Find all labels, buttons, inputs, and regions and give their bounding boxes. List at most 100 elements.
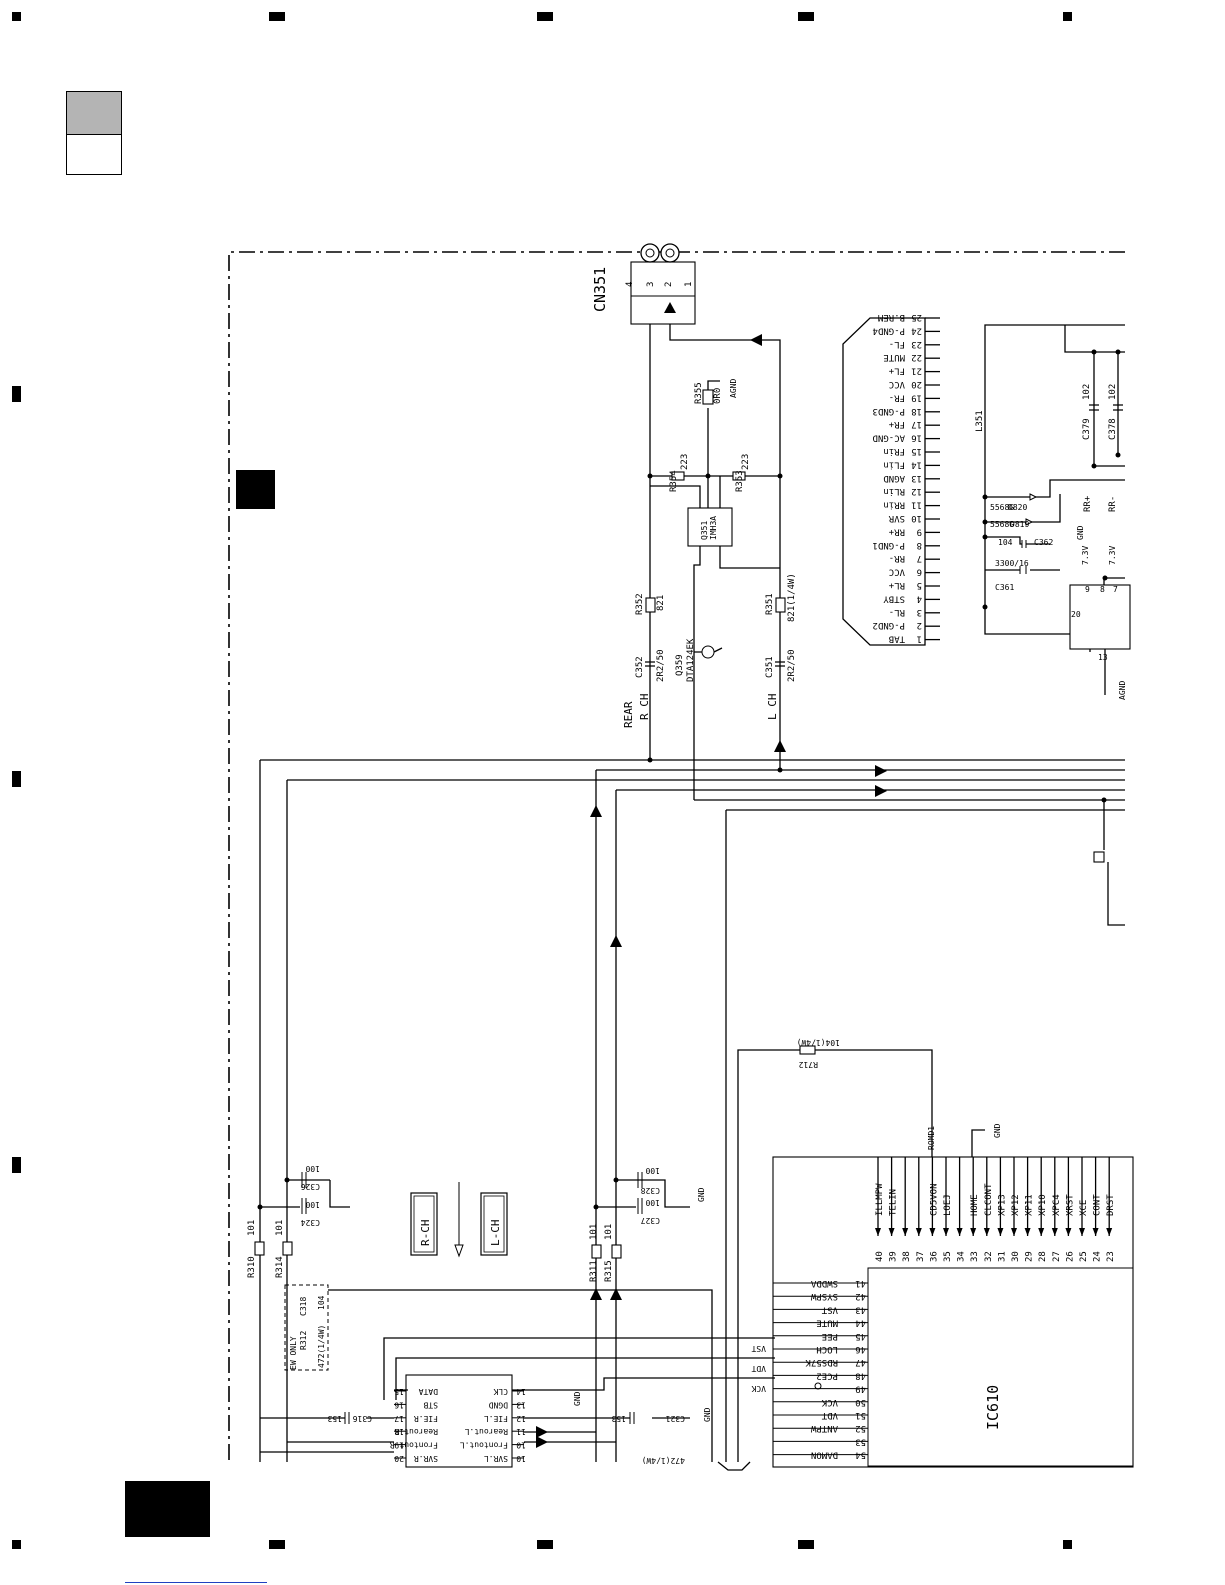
amp-connector-pin-number: 23 <box>911 339 922 349</box>
ic610-left-pin-number: 47 <box>855 1357 866 1367</box>
cn351-connector: CN351 4 3 2 1 <box>591 243 696 325</box>
ic610-pin-name: XP11 <box>1025 1194 1035 1216</box>
subic-right-pin-number: 11 <box>516 1427 526 1436</box>
gnd-subic: GND <box>573 1391 582 1406</box>
c318-val: 104 <box>317 1295 326 1310</box>
c327-ref: C327 <box>641 1216 660 1225</box>
ic610-left-pin-name: ANTPW <box>810 1423 838 1433</box>
c379-val: 102 <box>1082 384 1092 400</box>
r353-val: 223 <box>741 454 751 470</box>
c351-ref: C351 <box>765 656 775 678</box>
amp-connector-pin-name: MUTE <box>883 352 905 362</box>
d819-val: 5568G <box>990 520 1014 529</box>
amp-connector-pin-number: 15 <box>911 446 922 456</box>
ic610-pin-name: XP10 <box>1038 1194 1048 1216</box>
amp-connector-pin-name: SVR <box>888 513 905 523</box>
ic610-pin-arrow <box>997 1228 1004 1236</box>
ic610-left-pin-number: 52 <box>855 1423 866 1433</box>
ic610-left-pin-number: 53 <box>855 1436 866 1446</box>
c327-val: 100 <box>645 1198 660 1207</box>
r314-ref: R314 <box>275 1256 285 1278</box>
ic610-left-pin-name: MUTE <box>816 1318 838 1328</box>
q351-val: IMH3A <box>709 516 718 540</box>
l-ch-box-label: L-CH <box>489 1220 502 1247</box>
ic610-left-pin-name: DAMON <box>811 1450 838 1460</box>
amp-connector-pin-name: RL- <box>889 607 905 617</box>
voltage-7v3-b: 7.3V <box>1108 546 1117 565</box>
ic610-pin-arrow <box>1038 1228 1045 1236</box>
ic610-pin-arrow <box>915 1228 922 1236</box>
ic610-pin-number: 39 <box>889 1251 899 1262</box>
ic610-pin-name: XRST <box>1065 1194 1075 1216</box>
subic-left-pin-name: Rearout.R <box>394 1427 438 1436</box>
amp-connector-pin-number: 10 <box>911 513 922 523</box>
amp-connector-pin-name: FLin <box>883 459 905 469</box>
voltage-7v3-a: 7.3V <box>1081 546 1090 565</box>
cn351-pin-3: 3 <box>646 282 656 287</box>
amp-connector-pin-name: TAB <box>889 634 905 644</box>
ic610-pin-name: XP13 <box>997 1194 1007 1216</box>
r352-ref: R352 <box>635 593 645 615</box>
ic610-left-pin-number: 41 <box>855 1278 866 1288</box>
c321-ref: C321 <box>666 1414 685 1423</box>
amp-connector-pin-name: STBY <box>883 593 905 603</box>
agnd-label: AGND <box>729 379 738 398</box>
ew-only-label: EW ONLY <box>289 1336 298 1370</box>
r355-val: 0R0 <box>713 388 723 404</box>
subic-right-pin-name: Frontout.L <box>460 1441 508 1450</box>
c326-ref: C326 <box>301 1182 320 1191</box>
c362-val: 104 <box>998 538 1013 547</box>
amp-connector-pin-name: RLin <box>883 486 905 496</box>
c351-val: 2R2/50 <box>787 649 797 682</box>
ic610-pin-number: 23 <box>1106 1251 1116 1262</box>
ic610-pin-number: 36 <box>929 1251 939 1262</box>
vst-signal: VST <box>751 1344 766 1353</box>
amp-connector-pin-number: 5 <box>917 580 922 590</box>
ic610-pin-number: 26 <box>1065 1251 1075 1262</box>
ic610-label: IC610 <box>984 1385 1002 1430</box>
subic-right-pin-name: SVR.L <box>484 1454 508 1463</box>
ic610-left-pin-name: VST <box>821 1304 838 1314</box>
ic610-pin-arrow <box>970 1228 977 1236</box>
subic-left-pin-name: Frontout.R <box>390 1441 438 1450</box>
subic-left-pin-number: 20 <box>394 1454 404 1463</box>
c316-val: 153 <box>327 1414 342 1423</box>
ic-pin-9: 9 <box>1085 585 1090 594</box>
ic610-left-pin-number: 43 <box>855 1304 866 1314</box>
subic-left-pin-name: SVR.R <box>414 1454 438 1463</box>
ic610-left-pin-name: PCE2 <box>816 1370 838 1380</box>
power-amp-circuit: L351 C379 102 C378 102 D820 5568G D819 5… <box>975 324 1131 700</box>
cn351-pin-2: 2 <box>664 282 674 287</box>
ic610-pin-number: 25 <box>1079 1251 1089 1262</box>
ic610-pin-number: 31 <box>997 1251 1007 1262</box>
c361-val: 3300/16 <box>995 559 1029 568</box>
amp-connector-pin-name: FL+ <box>888 366 905 376</box>
ic610-pin-number: 33 <box>970 1251 980 1262</box>
audio-processor-circuit: C326 100 C324 100 C328 100 C327 100 GND … <box>247 1164 822 1468</box>
amp-connector-pin-number: 11 <box>911 500 922 510</box>
r314-val: 101 <box>275 1220 285 1236</box>
ic610-left-pin-name: SWDDA <box>810 1278 838 1288</box>
r352-val: 821 <box>656 595 666 611</box>
ic610-left-pin-number: 49 <box>855 1384 866 1394</box>
ic610-left-pin-number: 46 <box>855 1344 866 1354</box>
ic-pin-7: 7 <box>1113 585 1118 594</box>
section-marker <box>236 470 275 509</box>
cn351-pin-4: 4 <box>625 282 635 287</box>
subic-left-pin-name: DATA <box>419 1387 438 1396</box>
registration-mark <box>269 1540 285 1549</box>
ic-pin-13: 13 <box>1098 653 1108 662</box>
amp-connector-pin-name: RRin <box>883 500 905 510</box>
ic610-pin-name: LOEJ <box>943 1194 953 1216</box>
c321-val: 153 <box>611 1414 626 1423</box>
registration-mark <box>12 1157 21 1173</box>
amp-connector-pin-name: FL- <box>889 339 905 349</box>
registration-mark <box>537 1540 553 1549</box>
signal-bus <box>259 757 1125 1462</box>
amp-connector-pin-number: 16 <box>911 433 922 443</box>
index-box <box>66 91 122 175</box>
amp-connector-pin-number: 13 <box>911 473 922 483</box>
amp-connector-pin-number: 25 <box>911 312 922 322</box>
r355-ref: R355 <box>694 382 704 404</box>
amp-connector-pin-number: 20 <box>911 379 922 389</box>
